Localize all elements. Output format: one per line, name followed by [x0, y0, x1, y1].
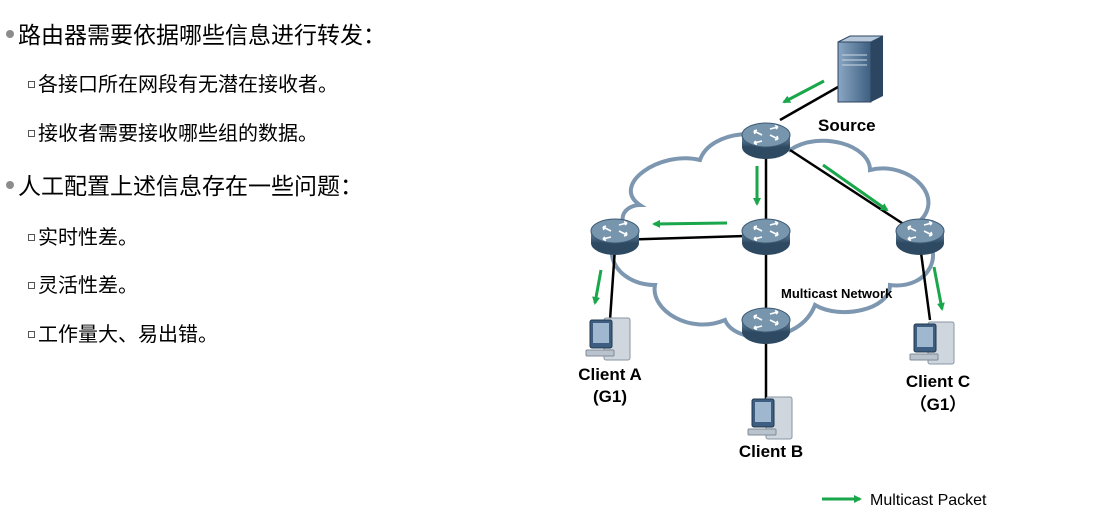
client-c-pc-icon [909, 321, 955, 365]
sub-bullet-1-1-text: 各接口所在网段有无潜在接收者。 [38, 72, 338, 96]
router-icon-bottom [741, 307, 791, 345]
client-b-pc-icon [747, 396, 793, 440]
sub-bullet-1-1: 各接口所在网段有无潜在接收者。 [28, 68, 338, 97]
server-icon [837, 35, 884, 103]
bullet-dot-icon [6, 29, 14, 38]
client-a-label: Client A [578, 365, 642, 384]
sub-bullet-2-3-text: 工作量大、易出错。 [38, 322, 218, 346]
sub-bullet-2-3: 工作量大、易出错。 [28, 318, 218, 347]
bullet-square-icon [28, 234, 35, 241]
bullet-1-text: 路由器需要依据哪些信息进行转发： [18, 23, 386, 49]
bullet-1: 路由器需要依据哪些信息进行转发： [6, 16, 386, 50]
client-c-label: Client C [906, 372, 970, 391]
legend-label: Multicast Packet [870, 492, 987, 509]
network-label: Multicast Network [781, 286, 893, 301]
client-b-label: Client B [739, 442, 803, 461]
router-icon-center [741, 218, 791, 256]
sub-bullet-1-2: 接收者需要接收哪些组的数据。 [28, 117, 318, 146]
sub-bullet-2-1-text: 实时性差。 [38, 225, 138, 249]
bullet-square-icon [28, 81, 35, 88]
router-icon-left [590, 218, 640, 256]
bullet-dot-icon [6, 180, 14, 189]
bullet-square-icon [28, 130, 35, 137]
bullet-2: 人工配置上述信息存在一些问题： [6, 167, 363, 201]
multicast-arrows [592, 79, 945, 311]
sub-bullet-2-1: 实时性差。 [28, 221, 138, 250]
source-label: Source [818, 116, 876, 135]
router-icon-top [741, 122, 791, 160]
router-icon-right [895, 218, 945, 256]
bullet-square-icon [28, 331, 35, 338]
bullet-2-text: 人工配置上述信息存在一些问题： [18, 174, 363, 200]
sub-bullet-2-2: 灵活性差。 [28, 269, 138, 298]
client-a-group: (G1) [593, 387, 627, 406]
sub-bullet-2-2-text: 灵活性差。 [38, 273, 138, 297]
bullet-square-icon [28, 282, 35, 289]
sub-bullet-1-2-text: 接收者需要接收哪些组的数据。 [38, 121, 318, 145]
client-a-pc-icon [585, 317, 631, 361]
client-c-group: （G1） [910, 394, 967, 414]
